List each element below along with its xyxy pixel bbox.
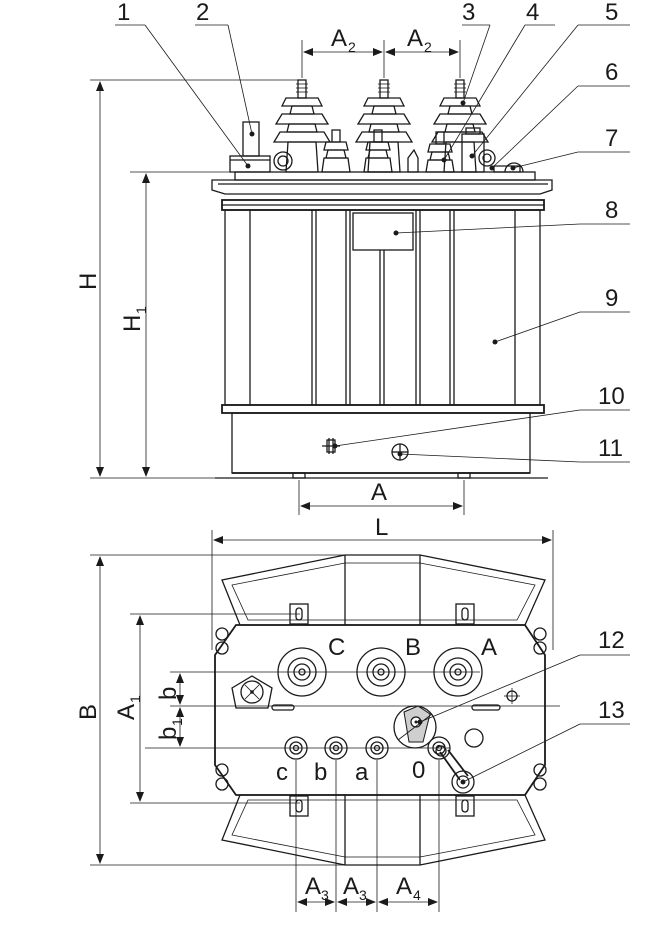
dim-A: A [371,479,387,506]
dim-A3-left-sub: 3 [321,887,329,903]
terminal-C: C [328,634,345,661]
callout-numbers: 1 2 3 4 5 6 7 8 9 10 11 12 13 [117,0,625,724]
side-lugs [215,627,547,791]
center-lines [130,613,560,912]
terminal-B: B [405,634,421,661]
thermometer-pocket [461,127,496,173]
terminal-a: a [355,759,369,786]
lv-bushings [321,129,455,173]
dim-A2-left-sub: 2 [348,39,356,55]
callout-8: 8 [605,197,618,224]
dimensions-plan [90,530,554,906]
dimensions-front [90,40,465,515]
terminal-c: c [276,759,288,786]
leader-lines-plan [417,654,630,785]
callout-9: 9 [605,285,618,312]
dim-H1: H [119,315,146,332]
dim-b: b [155,687,182,700]
filler-plug [231,675,273,709]
lifting-bracket [229,121,293,173]
tap-changer [393,705,437,749]
terminal-A: A [481,634,497,661]
dim-A3-right-sub: 3 [359,887,367,903]
leader-lines-front [115,24,630,463]
dim-A3-left: A [305,873,321,900]
callout-4: 4 [526,0,539,26]
dim-A4: A [396,873,412,900]
dim-A1-sub: 1 [127,695,143,703]
callout-2: 2 [196,0,209,26]
callout-11: 11 [598,435,623,462]
dim-B: B [75,704,102,720]
radiator-fins [249,210,516,405]
dim-A2-right-sub: 2 [424,39,432,55]
dim-H: H [75,273,102,290]
terminal-0: 0 [412,757,425,784]
valve-handle [435,745,475,794]
dim-A2-left: A [331,25,347,52]
plan-view [90,530,630,912]
dim-A2-right: A [407,25,423,52]
callout-6: 6 [605,59,618,86]
dim-H1-sub: 1 [133,306,149,314]
dim-A3-right: A [343,873,359,900]
dim-A4-sub: 4 [413,887,421,903]
callout-13: 13 [598,697,625,724]
callout-5: 5 [605,0,618,26]
dimension-labels: H H 1 A 2 A 2 A L B A 1 b b 1 A 3 A [75,25,432,903]
callout-12: 12 [598,627,625,654]
front-view [90,24,630,515]
dim-b1-sub: 1 [169,718,185,726]
dim-b1: b [155,727,182,740]
terminal-b: b [314,759,327,786]
dim-L: L [375,514,388,541]
terminal-labels: C B A c b a 0 [276,634,497,786]
callout-7: 7 [605,125,618,152]
callout-10: 10 [598,383,625,410]
callout-3: 3 [462,0,475,26]
dim-A1: A [113,704,140,720]
callout-1: 1 [117,0,130,26]
